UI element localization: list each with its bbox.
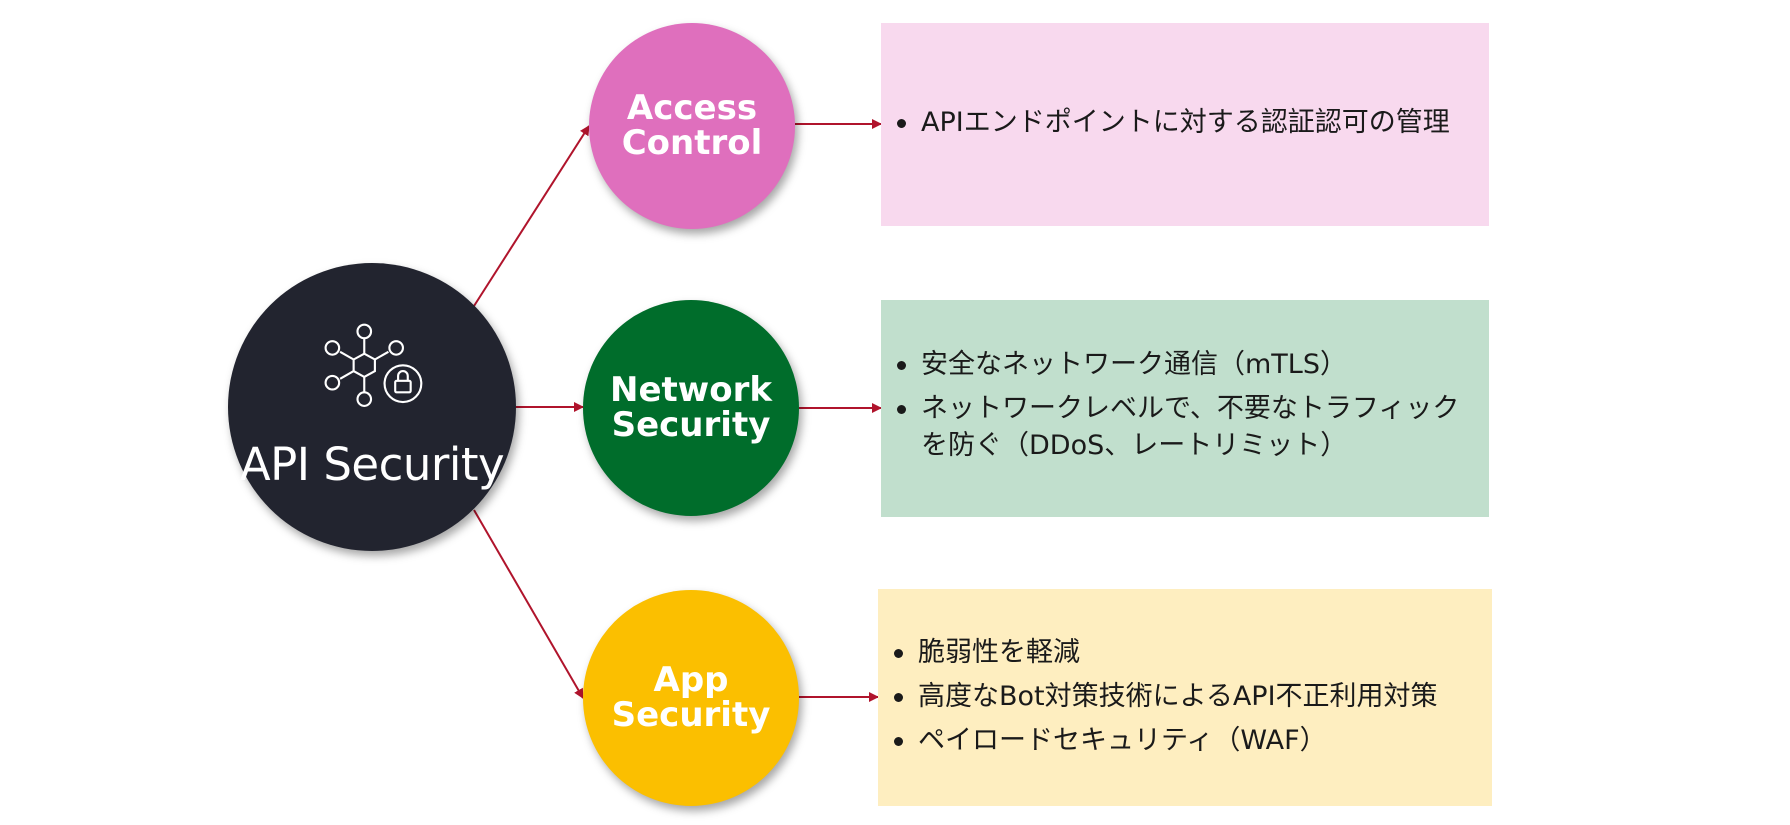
- api-lock-network-icon: [324, 323, 423, 407]
- app-security-label-line: App: [653, 660, 729, 700]
- bullet-item: ペイロードセキュリティ（WAF）: [888, 722, 1482, 759]
- app-security-node: App Security: [583, 590, 799, 806]
- access-control-label: Access Control: [622, 91, 763, 161]
- arrow-hub-to-app: [473, 509, 584, 699]
- network-security-node: Network Security: [583, 300, 799, 516]
- network-security-panel: 安全なネットワーク通信（mTLS） ネットワークレベルで、不要なトラフィックを防…: [881, 300, 1489, 517]
- network-security-label-line: Security: [611, 405, 771, 445]
- network-security-label-line: Network: [610, 370, 772, 410]
- access-control-bullets: APIエンドポイントに対する認証認可の管理: [891, 104, 1479, 141]
- api-security-hub: API Security: [228, 263, 516, 551]
- bullet-item: ネットワークレベルで、不要なトラフィックを防ぐ（DDoS、レートリミット）: [891, 390, 1479, 464]
- arrow-hub-to-access: [473, 125, 590, 307]
- app-security-bullets: 脆弱性を軽減 高度なBot対策技術によるAPI不正利用対策 ペイロードセキュリテ…: [888, 634, 1482, 759]
- bullet-item: 高度なBot対策技術によるAPI不正利用対策: [888, 678, 1482, 715]
- access-control-panel: APIエンドポイントに対する認証認可の管理: [881, 23, 1489, 226]
- hub-title: API Security: [239, 437, 505, 491]
- app-security-label: App Security: [612, 663, 771, 733]
- access-control-node: Access Control: [589, 23, 795, 229]
- network-security-label: Network Security: [610, 373, 772, 443]
- app-security-label-line: Security: [611, 695, 771, 735]
- bullet-item: 安全なネットワーク通信（mTLS）: [891, 346, 1479, 383]
- network-security-bullets: 安全なネットワーク通信（mTLS） ネットワークレベルで、不要なトラフィックを防…: [891, 346, 1479, 464]
- bullet-item: 脆弱性を軽減: [888, 634, 1482, 671]
- access-control-label-line: Access: [626, 88, 758, 128]
- bullet-item: APIエンドポイントに対する認証認可の管理: [891, 104, 1479, 141]
- app-security-panel: 脆弱性を軽減 高度なBot対策技術によるAPI不正利用対策 ペイロードセキュリテ…: [878, 589, 1492, 806]
- access-control-label-line: Control: [621, 123, 763, 163]
